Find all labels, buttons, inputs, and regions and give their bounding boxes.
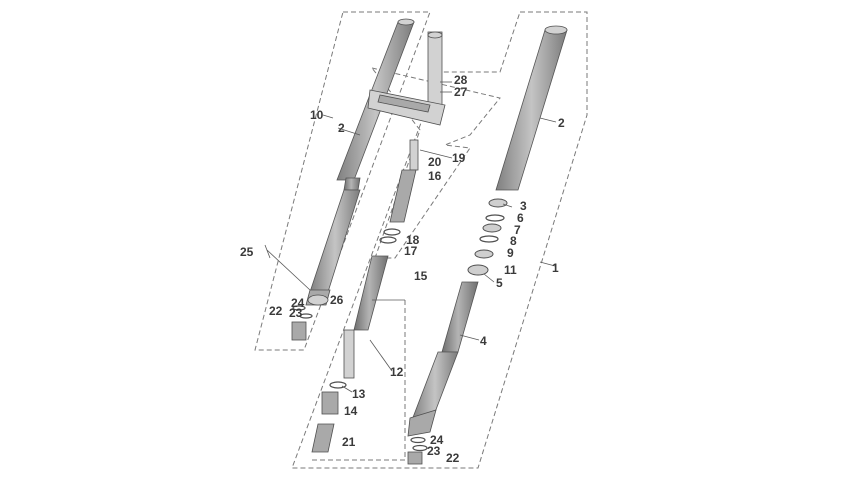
callout-28: 28 [454,73,468,87]
callout-9: 9 [507,246,514,260]
callout-7: 7 [514,223,521,237]
callout-27: 27 [454,85,468,99]
callout-6: 6 [517,211,524,225]
callout-5: 5 [496,276,503,290]
callout-24: 24 [430,433,444,447]
group-10-boundary [254,11,431,351]
leader-lines [322,81,557,393]
callout-4: 4 [480,334,487,348]
callout-20: 20 [428,155,442,169]
callout-13: 13 [352,387,366,401]
callout-23: 23 [427,444,441,458]
callout-11: 11 [504,263,517,277]
callout-3: 3 [520,199,527,213]
damper-cartridge [379,139,419,244]
callout-26: 26 [330,293,344,307]
triple-clamp [367,31,446,126]
callout-18: 18 [406,233,420,247]
callout-22: 22 [446,451,460,465]
group-12-boundary [310,300,406,461]
callout-10: 10 [310,108,324,122]
callout-2: 2 [338,121,345,135]
callout-12: 12 [390,365,404,379]
right-fork-leg [407,25,568,465]
callout-23: 23 [289,306,303,320]
callout-15: 15 [414,269,428,283]
callout-8: 8 [510,234,517,248]
left-fork-leg [264,18,415,341]
callout-16: 16 [428,169,442,183]
callout-21: 21 [342,435,356,449]
callout-17: 17 [404,244,418,258]
callout-2: 2 [558,116,565,130]
callout-24: 24 [291,296,305,310]
callout-1: 1 [552,261,559,275]
callout-22: 22 [269,304,283,318]
callout-19: 19 [452,151,466,165]
callout-labels: 1 2 2 3 4 5 6 7 8 9 10 11 12 13 14 15 16… [240,73,565,465]
group-1-boundary [291,11,588,469]
callout-25: 25 [240,245,254,259]
callout-14: 14 [344,404,358,418]
inner-cartridge [311,255,389,453]
